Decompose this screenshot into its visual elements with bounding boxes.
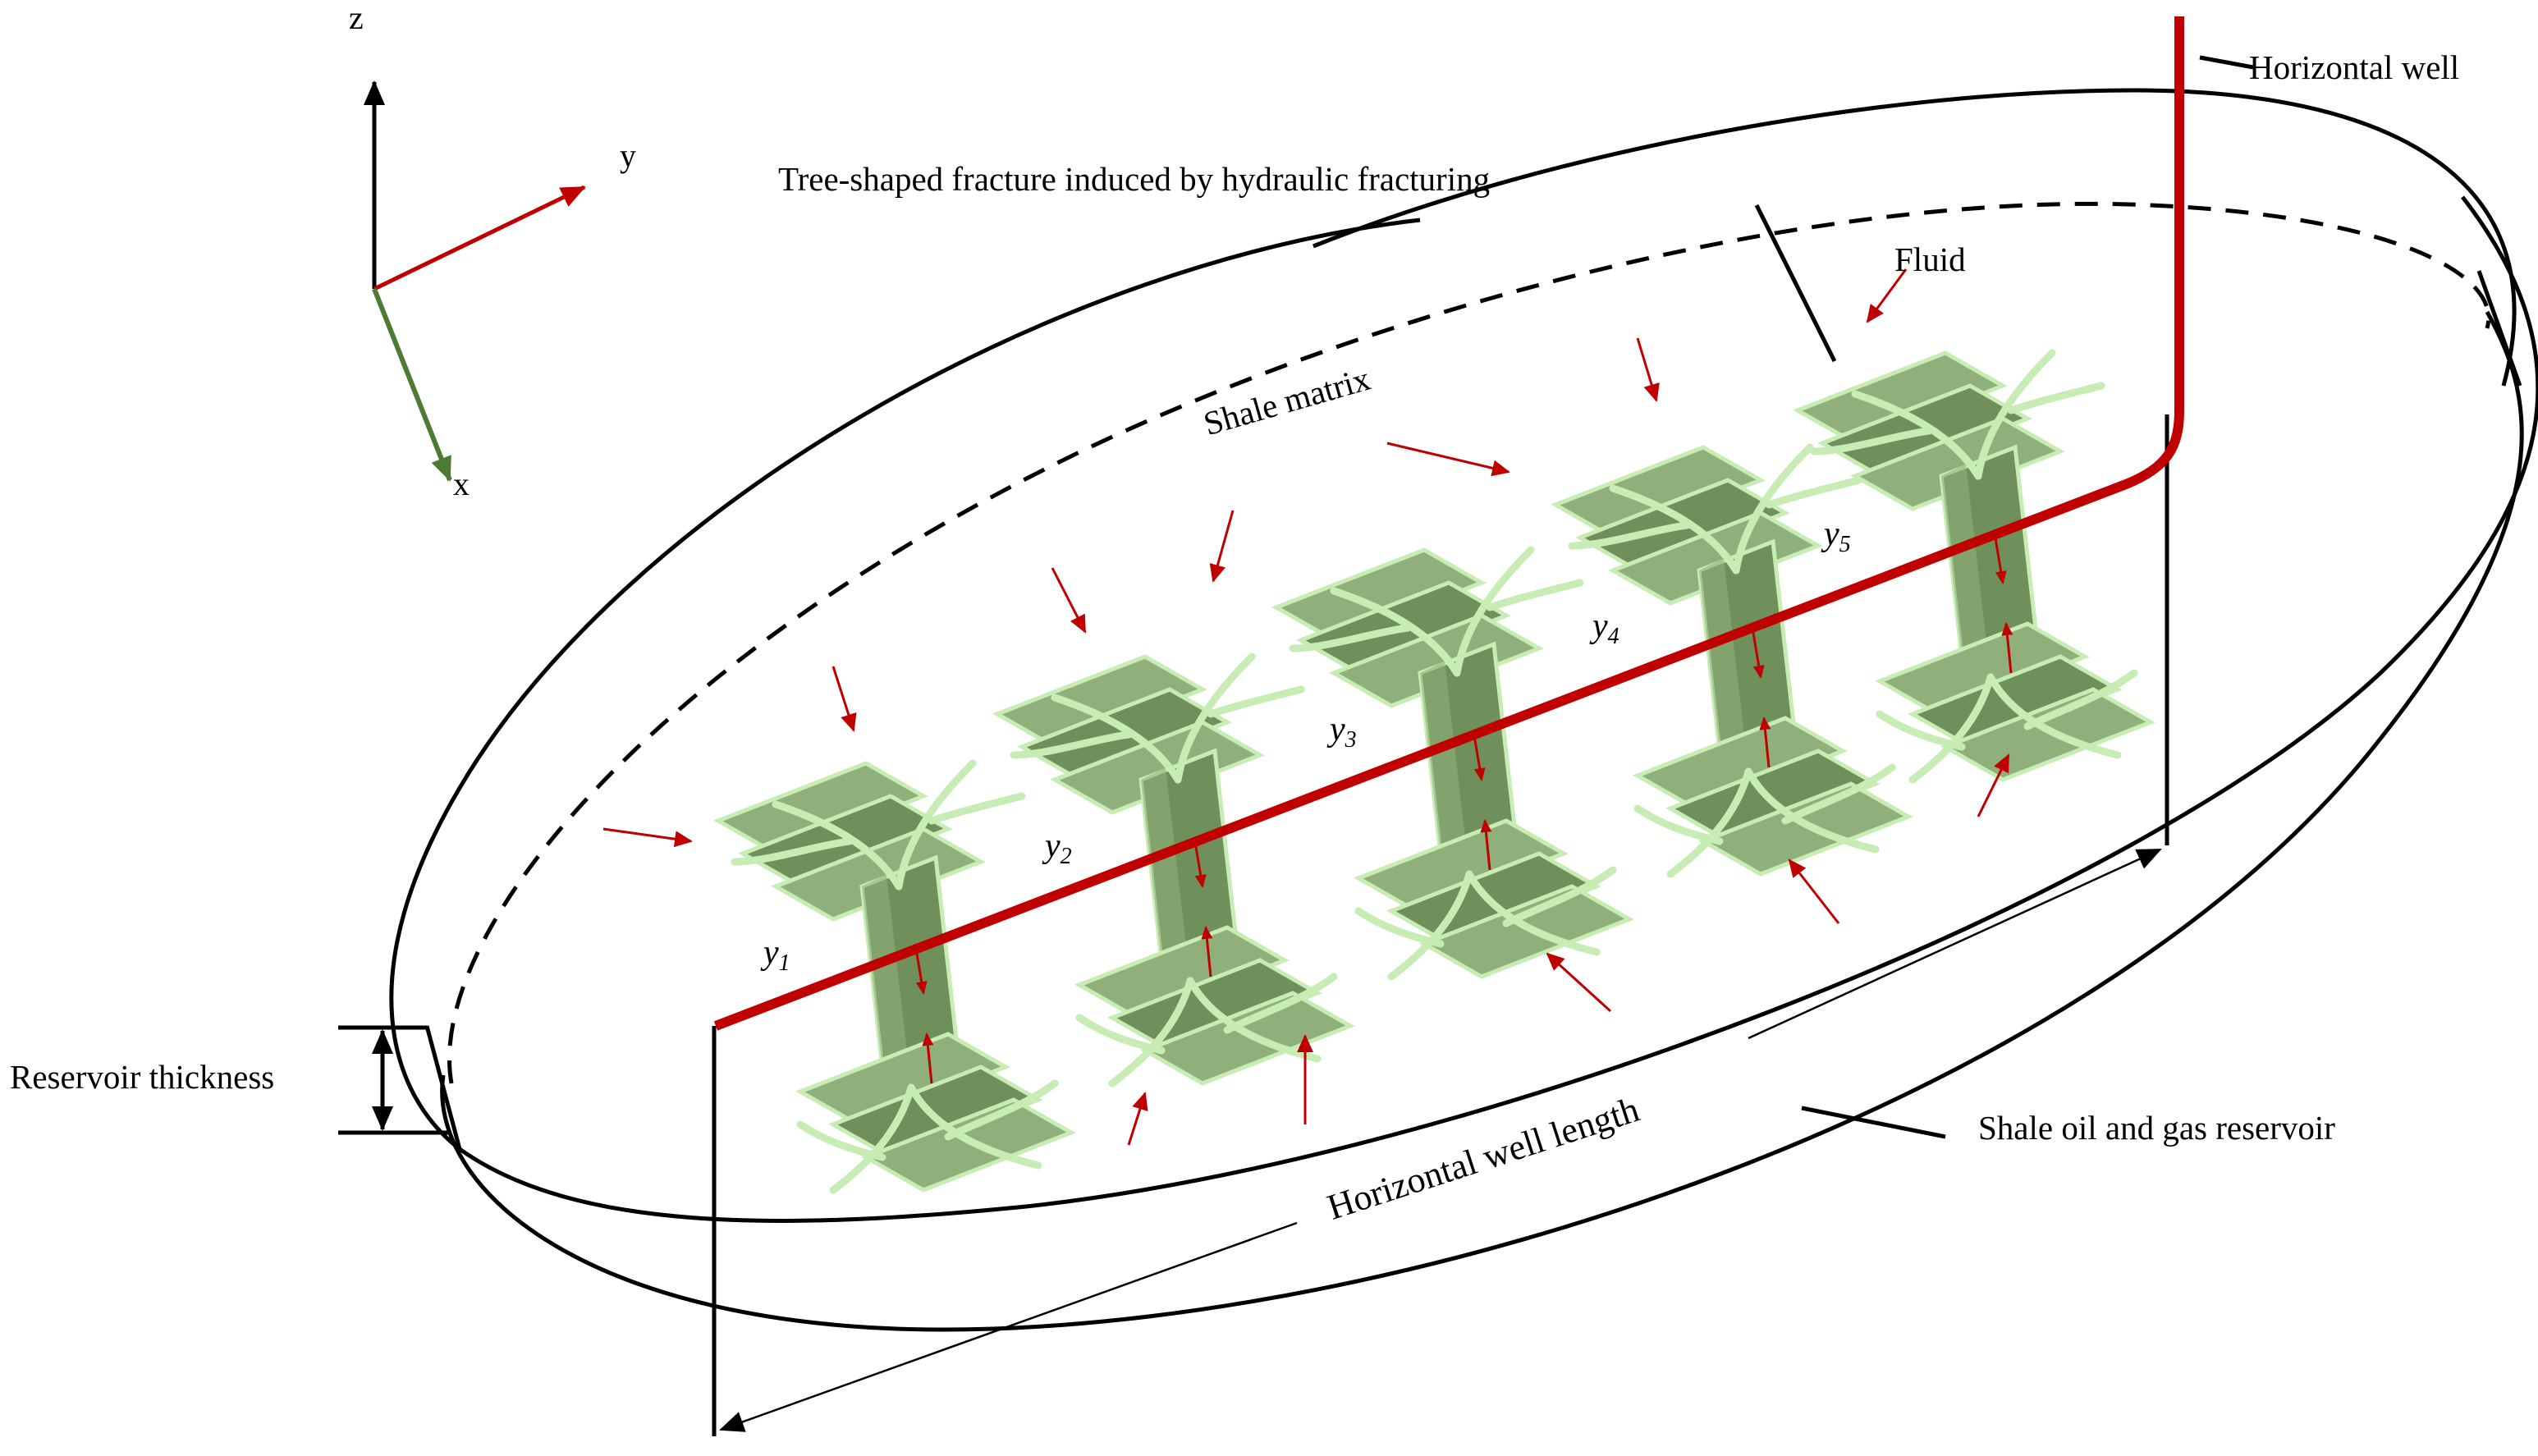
- reservoir-thickness-label: Reservoir thickness: [10, 1058, 275, 1096]
- fracture-2: [997, 657, 1350, 1083]
- leader-shale-reservoir: [1801, 1106, 1946, 1139]
- tree-fracture-label: Tree-shaped fracture induced by hydrauli…: [778, 160, 1491, 198]
- fracture-label-y4: y4: [1592, 607, 1619, 649]
- y-axis: [373, 185, 586, 291]
- horizontal-well: [713, 16, 2184, 1031]
- fluid-label: Fluid: [1894, 240, 1966, 278]
- z-axis-label: z: [349, 0, 364, 36]
- reservoir-bottom-edge: [440, 310, 2524, 1332]
- fracture-label-y3: y3: [1330, 711, 1357, 753]
- leader-horizontal-well: [2199, 55, 2254, 70]
- reservoir-side-left: [424, 1025, 462, 1150]
- axis-triad: [364, 80, 586, 482]
- shale-reservoir-label: Shale oil and gas reservoir: [1978, 1109, 2335, 1147]
- well-length-dimension: [712, 414, 2169, 1436]
- horizontal-well-label: Horizontal well: [2249, 48, 2460, 86]
- fluid-arrows: [602, 268, 2010, 1146]
- leader-tree-fracture: [1754, 204, 1837, 363]
- reservoir-side-right: [2476, 270, 2522, 387]
- fractures: [718, 353, 2151, 1190]
- fracture-1: [718, 763, 1071, 1190]
- fracture-label-y1: y1: [763, 934, 790, 976]
- reservoir-body: [389, 88, 2538, 1332]
- x-axis-label: x: [453, 465, 470, 502]
- x-axis: [372, 287, 452, 482]
- fracture-5: [1798, 353, 2151, 780]
- fracture-label-y2: y2: [1045, 827, 1072, 869]
- thickness-dimension: [338, 1025, 450, 1135]
- fracture-3: [1276, 550, 1629, 977]
- leader-lines: [1754, 55, 2254, 1139]
- reservoir-outer-rim: [1313, 88, 2517, 387]
- fracture-4: [1555, 447, 1908, 874]
- y-axis-label: y: [620, 137, 636, 174]
- fracture-label-y5: y5: [1824, 515, 1851, 557]
- reservoir-top-front-edge: [389, 195, 2538, 1223]
